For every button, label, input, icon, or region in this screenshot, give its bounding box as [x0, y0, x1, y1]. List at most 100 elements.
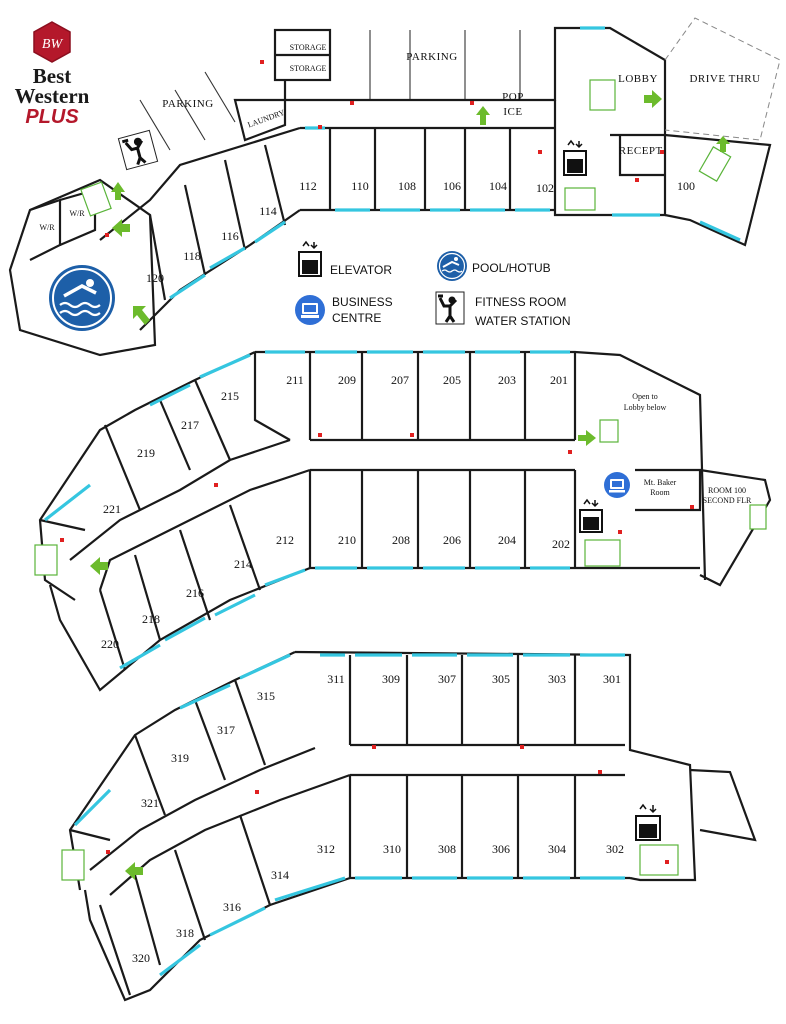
room-307: 307 — [438, 672, 456, 686]
logo-name-line2: Western — [15, 84, 90, 108]
elevator-icon — [635, 803, 661, 841]
room-306: 306 — [492, 842, 510, 856]
floor3-diag-walls — [69, 679, 272, 996]
room-218: 218 — [142, 612, 160, 626]
stairs-icon — [599, 419, 619, 443]
room-217: 217 — [181, 418, 199, 432]
room-301: 301 — [603, 672, 621, 686]
legend-business-line2: CENTRE — [332, 311, 381, 325]
room-211: 211 — [286, 373, 304, 387]
floor-1-plan: STORAGE STORAGE PARKING PARKING LOBBY RE… — [8, 17, 781, 357]
fitness-icon — [435, 291, 465, 325]
room-314: 314 — [271, 868, 289, 882]
wr-label-1: W/R — [39, 223, 55, 232]
pop-label: POP — [502, 91, 524, 103]
business-centre-icon — [295, 295, 325, 325]
stairs-icon — [584, 539, 621, 567]
legend-fitness-line2: WATER STATION — [475, 314, 571, 328]
room-204: 204 — [498, 533, 516, 547]
legend-business-line1: BUSINESS — [332, 295, 393, 309]
business-centre-icon — [604, 472, 630, 498]
room-315: 315 — [257, 689, 275, 703]
room-112: 112 — [299, 179, 317, 193]
room-100-second-floor-line1: ROOM 100 — [708, 486, 746, 495]
stairs-icon — [639, 844, 679, 876]
room-220: 220 — [101, 637, 119, 651]
legend: ELEVATOR POOL/HOTUB BUSINESS CENTRE FITN… — [295, 240, 571, 328]
stairs-icon — [61, 849, 85, 881]
room-309: 309 — [382, 672, 400, 686]
room-116: 116 — [221, 229, 239, 243]
room-318: 318 — [176, 926, 194, 940]
room-305: 305 — [492, 672, 510, 686]
room-311: 311 — [327, 672, 345, 686]
logo-monogram: BW — [42, 37, 64, 52]
logo-name-line3: PLUS — [25, 106, 79, 128]
room-102: 102 — [536, 181, 554, 195]
room-316: 316 — [223, 900, 241, 914]
stairs-icon — [698, 146, 732, 182]
floor2-room-walls — [308, 352, 577, 568]
stairs-icon — [749, 504, 767, 530]
open-to-label-line1: Open to — [632, 392, 658, 401]
ice-label: ICE — [503, 106, 522, 118]
room-308: 308 — [438, 842, 456, 856]
floor-2-plan: 211 209 207 205 203 201 212 210 208 206 … — [34, 350, 772, 692]
red-markers-floor3 — [106, 745, 669, 864]
room-303: 303 — [548, 672, 566, 686]
legend-fitness-line1: FITNESS ROOM — [475, 295, 566, 309]
room-100: 100 — [677, 179, 695, 193]
floor1-room-walls — [328, 128, 512, 210]
room-302: 302 — [606, 842, 624, 856]
elevator-icon — [298, 240, 322, 277]
room-320: 320 — [132, 951, 150, 965]
room-118: 118 — [183, 249, 201, 263]
fitness-icon — [117, 129, 159, 171]
legend-pool-label: POOL/HOTUB — [472, 261, 551, 275]
room-221: 221 — [103, 502, 121, 516]
room-203: 203 — [498, 373, 516, 387]
best-western-plus-logo: BW Best Western PLUS — [15, 21, 90, 128]
room-114: 114 — [259, 204, 277, 218]
room-219: 219 — [137, 446, 155, 460]
parking-lines-left — [139, 71, 236, 151]
open-to-label-line2: Lobby below — [624, 403, 667, 412]
room-205: 205 — [443, 373, 461, 387]
room-212: 212 — [276, 533, 294, 547]
room-312: 312 — [317, 842, 335, 856]
logo-name-line1: Best — [33, 64, 72, 88]
red-markers-floor2 — [60, 433, 694, 542]
floor1-diag-walls — [148, 144, 287, 301]
room-214: 214 — [234, 557, 252, 571]
drive-thru-label: DRIVE THRU — [689, 73, 760, 85]
floor3-room-walls — [348, 655, 577, 878]
room-216: 216 — [186, 586, 204, 600]
room-215: 215 — [221, 389, 239, 403]
stairs-icon — [564, 187, 596, 211]
room-104: 104 — [489, 179, 507, 193]
parking-lines-top — [369, 30, 521, 100]
exit-arrow-icon — [90, 430, 596, 575]
storage-label-top: STORAGE — [290, 43, 327, 52]
room-209: 209 — [338, 373, 356, 387]
room-317: 317 — [217, 723, 235, 737]
red-markers-floor1 — [105, 60, 664, 237]
mt-baker-line2: Room — [650, 488, 670, 497]
stairs-icon — [589, 79, 616, 111]
room-319: 319 — [171, 751, 189, 765]
floor2-diag-walls — [39, 379, 262, 671]
pool-icon — [437, 251, 467, 281]
stairs-icon — [80, 181, 112, 217]
lobby-label: LOBBY — [618, 73, 658, 85]
elevator-icon — [563, 139, 587, 176]
pool-icon — [49, 265, 115, 331]
parking-label-left: PARKING — [162, 98, 213, 110]
room-110: 110 — [351, 179, 369, 193]
drive-thru-outline — [664, 17, 781, 141]
room-100-second-floor-line2: SECOND FLR — [703, 496, 752, 505]
room-202: 202 — [552, 537, 570, 551]
exit-arrow-icon — [125, 862, 143, 880]
room-304: 304 — [548, 842, 566, 856]
wr-label-2: W/R — [69, 209, 85, 218]
